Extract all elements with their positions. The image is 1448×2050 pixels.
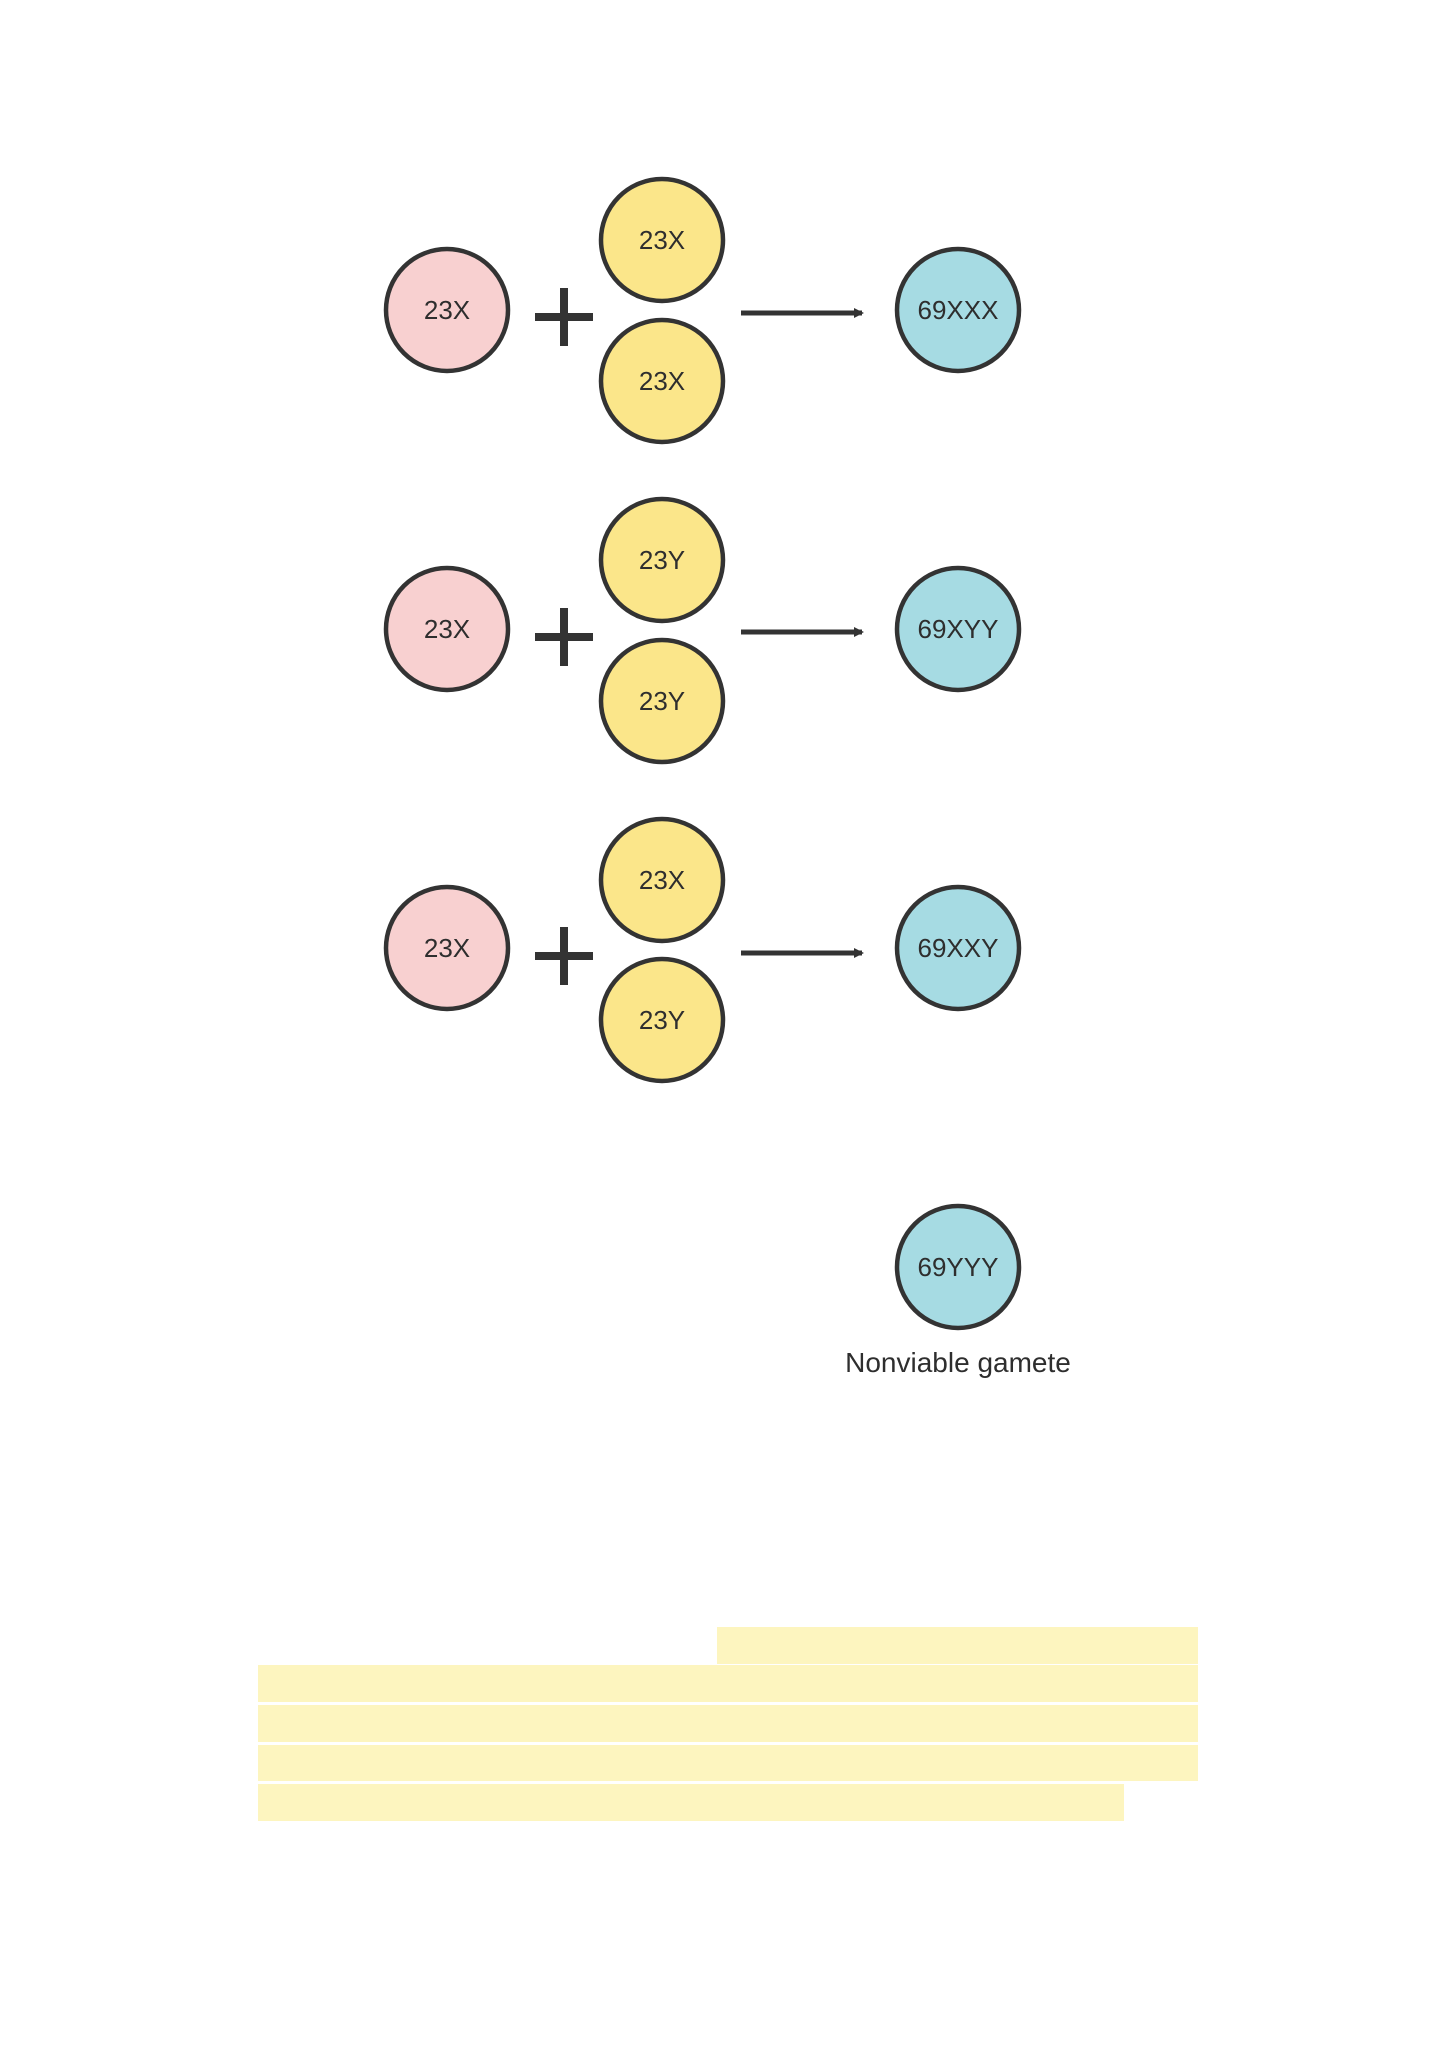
egg-cell (383, 246, 511, 374)
egg-cell (383, 565, 511, 693)
zygote-label: 69XXX (918, 295, 999, 325)
nonviable-group: 69YYY Nonviable gamete (845, 1203, 1071, 1378)
sperm-bottom-label: 23Y (639, 686, 685, 716)
zygote-label: 69XYY (918, 614, 999, 644)
sperm-cell-top (598, 176, 726, 304)
sperm-cell-bottom (598, 956, 726, 1084)
egg-label: 23X (424, 933, 470, 963)
highlight-line-2 (258, 1665, 1198, 1702)
plus-sign (535, 927, 593, 985)
fertilization-row-3: 23X 23X 23Y 69XXY (383, 816, 1022, 1084)
zygote-cell (894, 884, 1022, 1012)
zygote-label: 69XXY (918, 933, 999, 963)
sperm-cell-bottom (598, 317, 726, 445)
zygote-cell (894, 246, 1022, 374)
fertilization-row-1: 23X 23X 23X 69XXX (383, 176, 1022, 445)
nonviable-caption: Nonviable gamete (845, 1347, 1071, 1378)
egg-label: 23X (424, 295, 470, 325)
egg-cell (383, 884, 511, 1012)
egg-label: 23X (424, 614, 470, 644)
highlight-line-5 (258, 1784, 1124, 1821)
sperm-bottom-label: 23Y (639, 1005, 685, 1035)
plus-sign (535, 288, 593, 346)
highlight-line-3 (258, 1705, 1198, 1742)
sperm-cell-top (598, 816, 726, 944)
sperm-bottom-label: 23X (639, 366, 685, 396)
sperm-top-label: 23Y (639, 545, 685, 575)
highlight-line-1 (717, 1627, 1198, 1664)
sperm-cell-bottom (598, 637, 726, 765)
zygote-cell (894, 565, 1022, 693)
plus-sign (535, 608, 593, 666)
sperm-cell-top (598, 496, 726, 624)
highlight-line-4 (258, 1745, 1198, 1781)
sperm-top-label: 23X (639, 865, 685, 895)
nonviable-zygote-label: 69YYY (918, 1252, 999, 1282)
sperm-top-label: 23X (639, 225, 685, 255)
highlighted-text-block (258, 1627, 1198, 1821)
nonviable-zygote-cell (894, 1203, 1022, 1331)
fertilization-row-2: 23X 23Y 23Y 69XYY (383, 496, 1022, 765)
